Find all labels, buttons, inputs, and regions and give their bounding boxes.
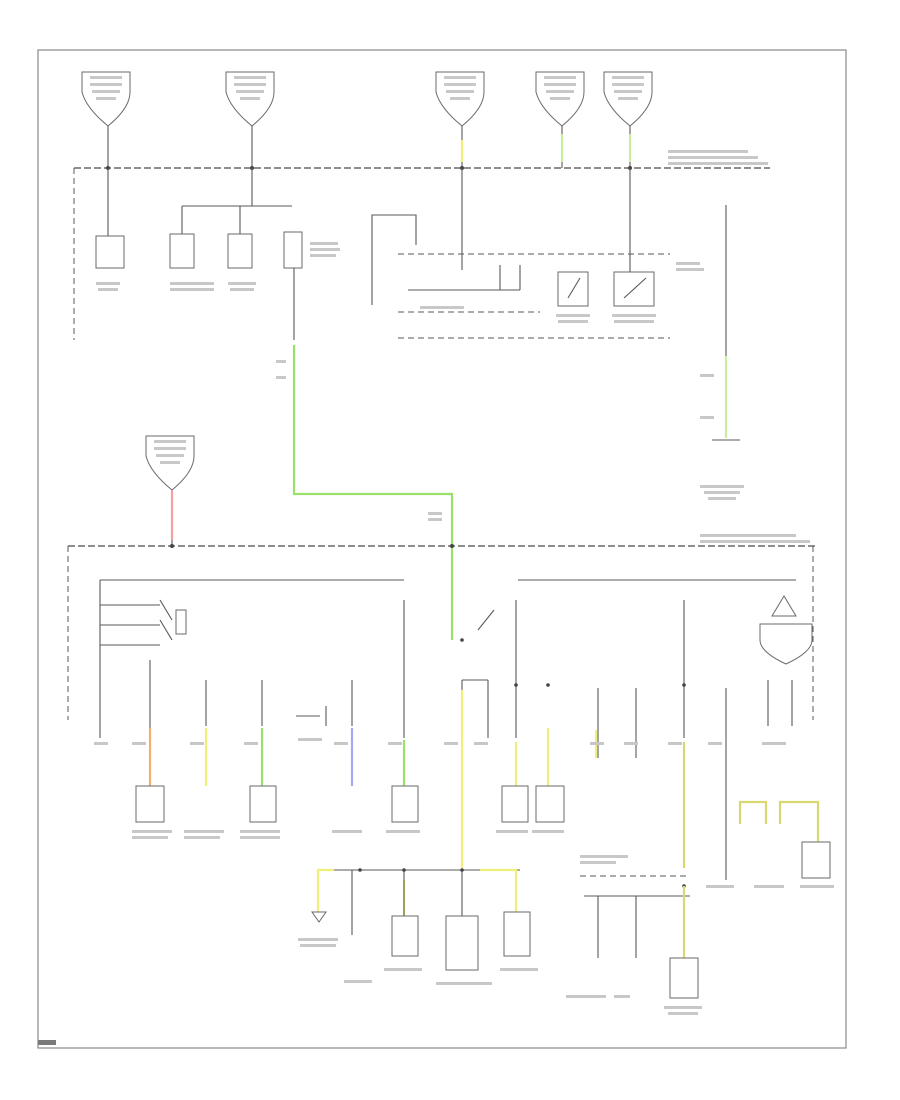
middle-distribution — [99, 579, 796, 880]
bottom-sub-distribution — [298, 868, 538, 985]
colored-branch-wires — [148, 690, 686, 868]
component-6 — [801, 841, 831, 879]
relay-b — [169, 233, 195, 269]
component-4 — [501, 785, 529, 823]
component-9 — [503, 911, 531, 957]
fuse-4 — [535, 71, 585, 127]
right-green-branch — [700, 205, 744, 500]
relay-a — [95, 235, 125, 269]
component-7 — [391, 915, 419, 957]
alternator-section — [566, 875, 702, 1015]
label-placeholders — [94, 738, 834, 888]
module-d — [283, 231, 303, 269]
wire-green-crossover — [292, 345, 454, 640]
component-2 — [249, 785, 277, 823]
lower-components-row — [135, 785, 831, 879]
top-components — [95, 168, 704, 340]
component-3 — [391, 785, 419, 823]
component-8 — [445, 915, 479, 971]
wire-yellow-right-bottom — [480, 868, 518, 912]
top-fuse-row — [81, 71, 653, 127]
switch-g — [175, 609, 187, 635]
relay-c — [227, 233, 253, 269]
diagram-frame — [37, 49, 847, 1049]
fuse-5 — [603, 71, 653, 127]
fuse-3 — [435, 71, 485, 127]
fuse-feed-wires — [107, 126, 632, 168]
ground-symbol-icon — [759, 595, 813, 665]
fuse-6 — [145, 435, 195, 491]
component-5 — [535, 785, 565, 823]
fuse-2 — [225, 71, 275, 127]
component-1 — [135, 785, 165, 823]
wire-khaki-3 — [778, 800, 820, 842]
top-bus-labels — [668, 150, 768, 165]
fuse-1 — [81, 71, 131, 127]
ground-triangle — [311, 911, 327, 923]
page-corner-mark — [38, 1040, 56, 1045]
wire-yellow-left-bottom — [316, 868, 334, 912]
alternator-component — [669, 957, 699, 999]
control-wire — [371, 214, 417, 305]
wire-khaki-2 — [738, 800, 768, 824]
